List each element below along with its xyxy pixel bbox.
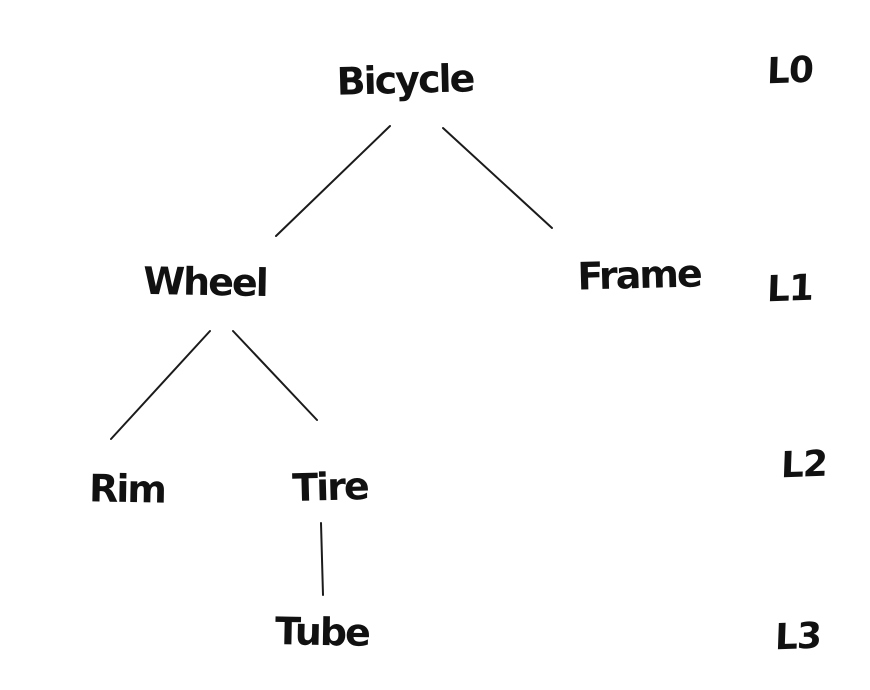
edge-bicycle-wheel bbox=[275, 125, 391, 237]
edge-bicycle-frame bbox=[442, 127, 553, 229]
edge-tire-tube bbox=[320, 522, 324, 596]
node-wheel: Wheel bbox=[142, 258, 268, 306]
edge-wheel-rim bbox=[110, 330, 211, 440]
edge-wheel-tire bbox=[232, 330, 318, 421]
level-label-l2: L2 bbox=[780, 443, 828, 487]
node-rim: Rim bbox=[88, 466, 166, 512]
node-tube: Tube bbox=[274, 609, 370, 655]
level-label-l0: L0 bbox=[766, 49, 814, 93]
node-tire: Tire bbox=[291, 464, 369, 510]
node-frame: Frame bbox=[576, 251, 702, 299]
node-bicycle: Bicycle bbox=[336, 56, 474, 104]
level-label-l3: L3 bbox=[774, 615, 822, 659]
level-label-l1: L1 bbox=[766, 267, 814, 311]
